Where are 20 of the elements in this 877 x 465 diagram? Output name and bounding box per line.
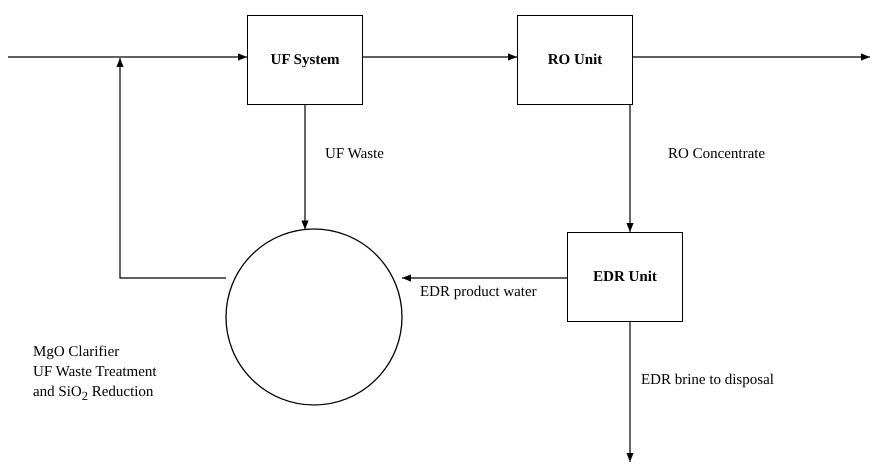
arrow <box>633 53 870 61</box>
process-box <box>247 15 363 105</box>
process-box <box>567 232 683 322</box>
node-caption: and SiO$_{2}$ Reduction <box>33 384 154 404</box>
clarifier-circle <box>225 228 403 406</box>
node-caption: MgO Clarifier <box>33 344 120 360</box>
arrow <box>363 53 517 61</box>
process-box <box>517 15 633 105</box>
arrow <box>402 274 567 282</box>
node-caption: UF Waste Treatment <box>33 364 157 380</box>
box-label: EDR Unit <box>593 268 657 286</box>
arrow <box>626 322 634 462</box>
edge-label: EDR brine to disposal <box>641 372 774 388</box>
box-label: RO Unit <box>548 52 602 68</box>
box-label: UF System <box>270 52 340 68</box>
edge-label: EDR product water <box>420 284 537 300</box>
arrow <box>626 105 634 232</box>
arrow <box>8 53 247 61</box>
arrow <box>116 58 226 279</box>
arrow <box>301 105 309 230</box>
